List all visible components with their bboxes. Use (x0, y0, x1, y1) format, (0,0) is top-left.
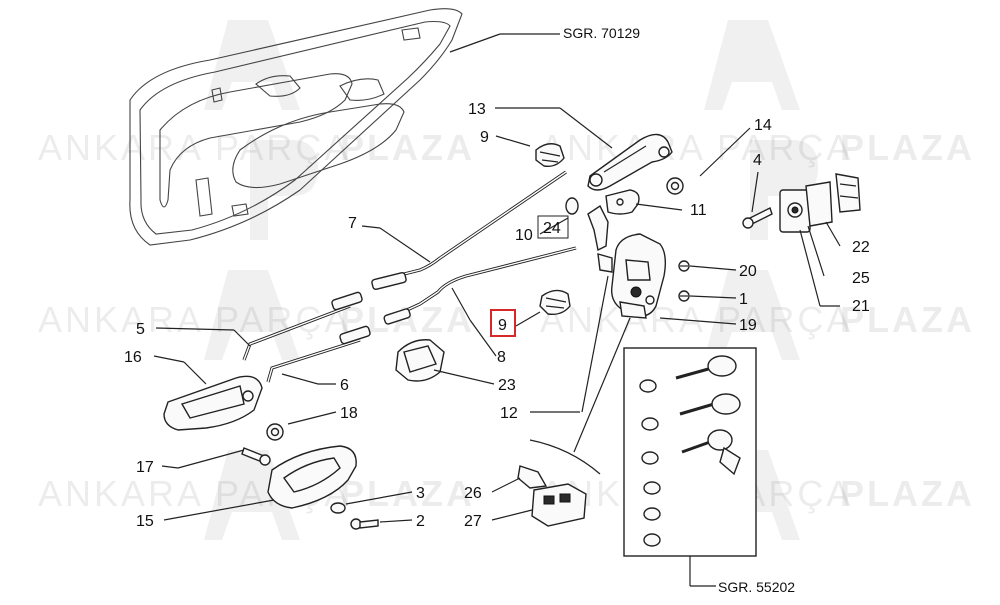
key-folding (681, 429, 741, 476)
watermark-row-1: ANKARA PARÇA PLAZA ANKARA PARÇA PLAZA (38, 127, 975, 168)
watermark-brand-bold: PLAZA (340, 473, 475, 514)
callout-12: 12 (500, 405, 518, 422)
callout-5: 5 (136, 321, 145, 338)
nut-14 (666, 177, 684, 195)
callout-17: 17 (136, 459, 154, 476)
callout-10: 10 (515, 227, 533, 244)
screw-4 (742, 207, 773, 229)
callout-9-highlighted: 9 (498, 317, 507, 334)
callout-9: 9 (480, 129, 489, 146)
callout-20: 20 (739, 263, 757, 280)
wiring-leader-12 (529, 275, 631, 475)
connector-clip-26 (517, 465, 548, 489)
watermark-brand-bold: PLAZA (840, 127, 975, 168)
rod-8 (383, 246, 577, 325)
inner-door-handle (163, 375, 263, 431)
watermark-brand-light: ANKARA PARÇA (38, 299, 351, 340)
bushing-24 (565, 197, 579, 215)
callout-13: 13 (468, 101, 486, 118)
callout-25: 25 (852, 270, 870, 287)
callout-9-highlight-box (490, 309, 516, 337)
lever-bracket-11 (605, 189, 640, 215)
callout-1: 1 (739, 291, 748, 308)
rod-6 (266, 325, 371, 383)
rod-clip-top (535, 143, 565, 168)
lock-cover-23 (395, 339, 445, 382)
nut-18 (266, 423, 284, 441)
callout-18: 18 (340, 405, 358, 422)
screw-1 (678, 290, 690, 302)
watermark-brand-light: ANKARA PARÇA (540, 127, 853, 168)
watermark-brand-light: ANKARA PARÇA (38, 127, 351, 168)
callout-22: 22 (852, 239, 870, 256)
callout-16: 16 (124, 349, 142, 366)
key-cylinder-kit (623, 347, 757, 587)
washer-3 (330, 502, 346, 514)
watermark-brand-light: ANKARA PARÇA (540, 299, 853, 340)
rod-clip-highlighted (539, 289, 571, 316)
rod-7 (371, 170, 567, 291)
lock-cylinders (639, 379, 661, 547)
screw-17 (241, 447, 271, 466)
key-top (675, 355, 737, 380)
reference-bottom: SGR. 55202 (718, 579, 795, 595)
key-middle (679, 393, 741, 416)
callout-19: 19 (739, 317, 757, 334)
callout-4: 4 (753, 152, 762, 169)
connector-block-27 (531, 483, 587, 527)
link-10 (587, 204, 609, 252)
callout-26: 26 (464, 485, 482, 502)
callout-labels: 13 9 14 4 11 7 10 24 22 20 25 1 21 19 5 … (124, 101, 870, 530)
watermark: ANKARA PARÇA PLAZA ANKARA PARÇA PLAZA AN… (38, 20, 975, 540)
watermark-brand-bold: PLAZA (840, 299, 975, 340)
callout-24-box (537, 215, 569, 239)
leader-lines (153, 107, 841, 523)
callout-7: 7 (348, 215, 357, 232)
callout-15: 15 (136, 513, 154, 530)
door-lock-mechanism (597, 233, 667, 319)
callout-6: 6 (340, 377, 349, 394)
callout-3: 3 (416, 485, 425, 502)
door-panel-illustration (129, 8, 560, 246)
callout-24: 24 (543, 220, 561, 237)
callout-8: 8 (497, 349, 506, 366)
callout-11: 11 (690, 202, 707, 219)
callout-21: 21 (852, 298, 870, 315)
rod-5 (242, 291, 363, 361)
reference-top: SGR. 70129 (563, 25, 640, 41)
callout-2: 2 (416, 513, 425, 530)
watermark-brand-bold: PLAZA (340, 127, 475, 168)
watermark-row-3: ANKARA PARÇA PLAZA ANKARA PARÇA PLAZA (38, 473, 975, 514)
striker-plate (779, 173, 861, 233)
handle-trim-cover (267, 445, 357, 509)
callout-27: 27 (464, 513, 482, 530)
exterior-handle-lever (587, 133, 673, 191)
watermark-brand-bold: PLAZA (840, 473, 975, 514)
watermark-row-2: ANKARA PARÇA PLAZA ANKARA PARÇA PLAZA (38, 299, 975, 340)
screw-2 (350, 518, 379, 530)
screw-20 (678, 260, 690, 272)
callout-14: 14 (754, 117, 772, 134)
callout-23: 23 (498, 377, 516, 394)
